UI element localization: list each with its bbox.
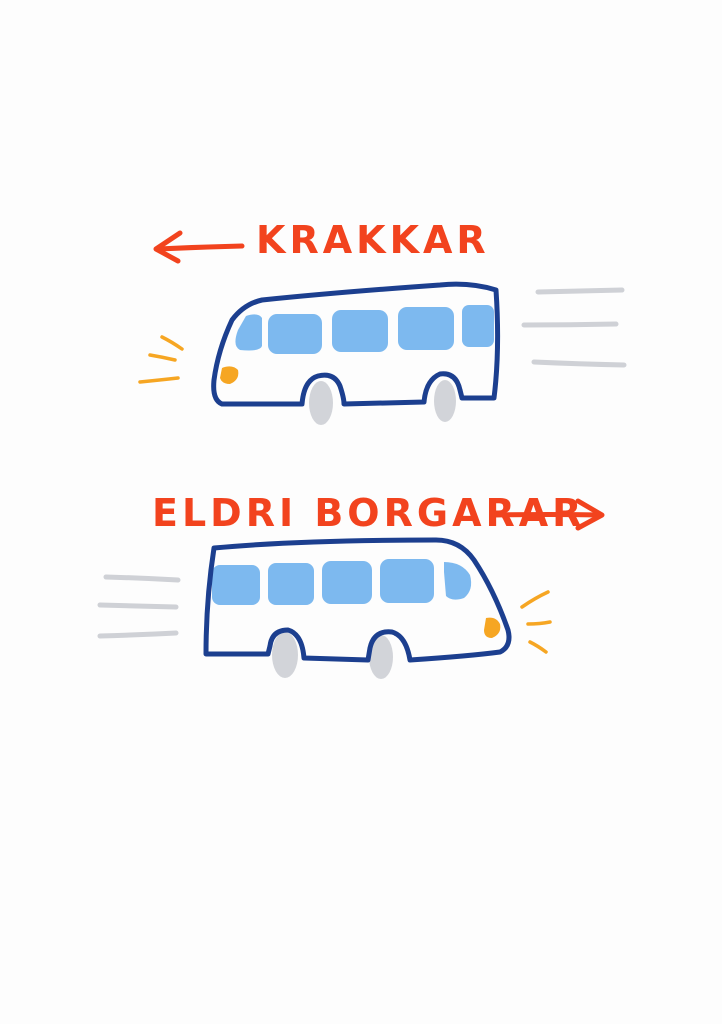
top-bus-windows [235,305,494,354]
bottom-speed-lines [97,574,181,639]
bottom-bus-headlight [484,617,501,638]
bottom-bus-windows [212,559,472,605]
top-bus [138,281,627,425]
top-headlight-rays [138,335,184,384]
top-bus-label: KRAKKAR [256,218,490,262]
top-bus-wheels [309,380,456,425]
bottom-bus-wheels [272,632,393,679]
bottom-bus [97,537,552,679]
bottom-headlight-rays [520,590,552,654]
arrow-left-icon [153,230,245,264]
top-bus-body [211,281,501,407]
arrow-right-icon [491,498,605,531]
top-bus-headlight [220,366,239,384]
bottom-bus-body [203,537,512,663]
top-speed-lines [521,287,627,368]
